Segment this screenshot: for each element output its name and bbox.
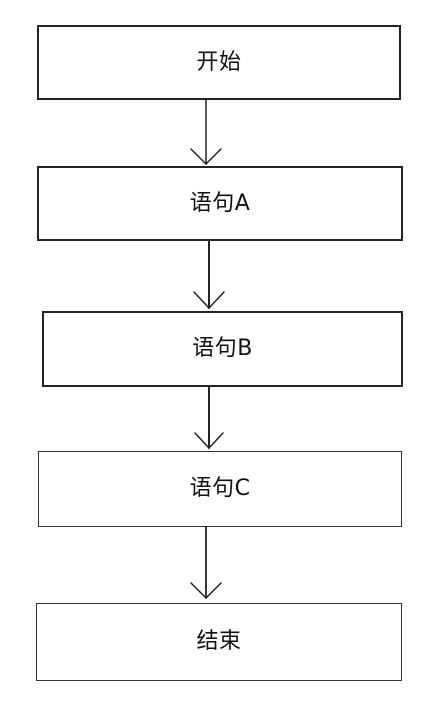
end-label: 结束	[196, 629, 242, 654]
statement-c-label: 语句C	[189, 476, 251, 501]
start-label: 开始	[196, 49, 242, 75]
statement-a-label: 语句A	[189, 190, 251, 216]
statement-c-node: 语句C	[38, 451, 402, 527]
arrow-statement-a-to-statement-b	[193, 240, 225, 309]
arrow-statement-b-to-statement-c	[194, 386, 224, 449]
statement-b-label: 语句B	[192, 336, 253, 361]
statement-b-node: 语句B	[42, 311, 403, 387]
statement-a-node: 语句A	[37, 166, 403, 241]
end-node: 结束	[36, 603, 402, 681]
arrow-start-to-statement-a	[190, 99, 222, 165]
start-node: 开始	[37, 25, 401, 100]
arrow-statement-c-to-end	[190, 526, 222, 599]
